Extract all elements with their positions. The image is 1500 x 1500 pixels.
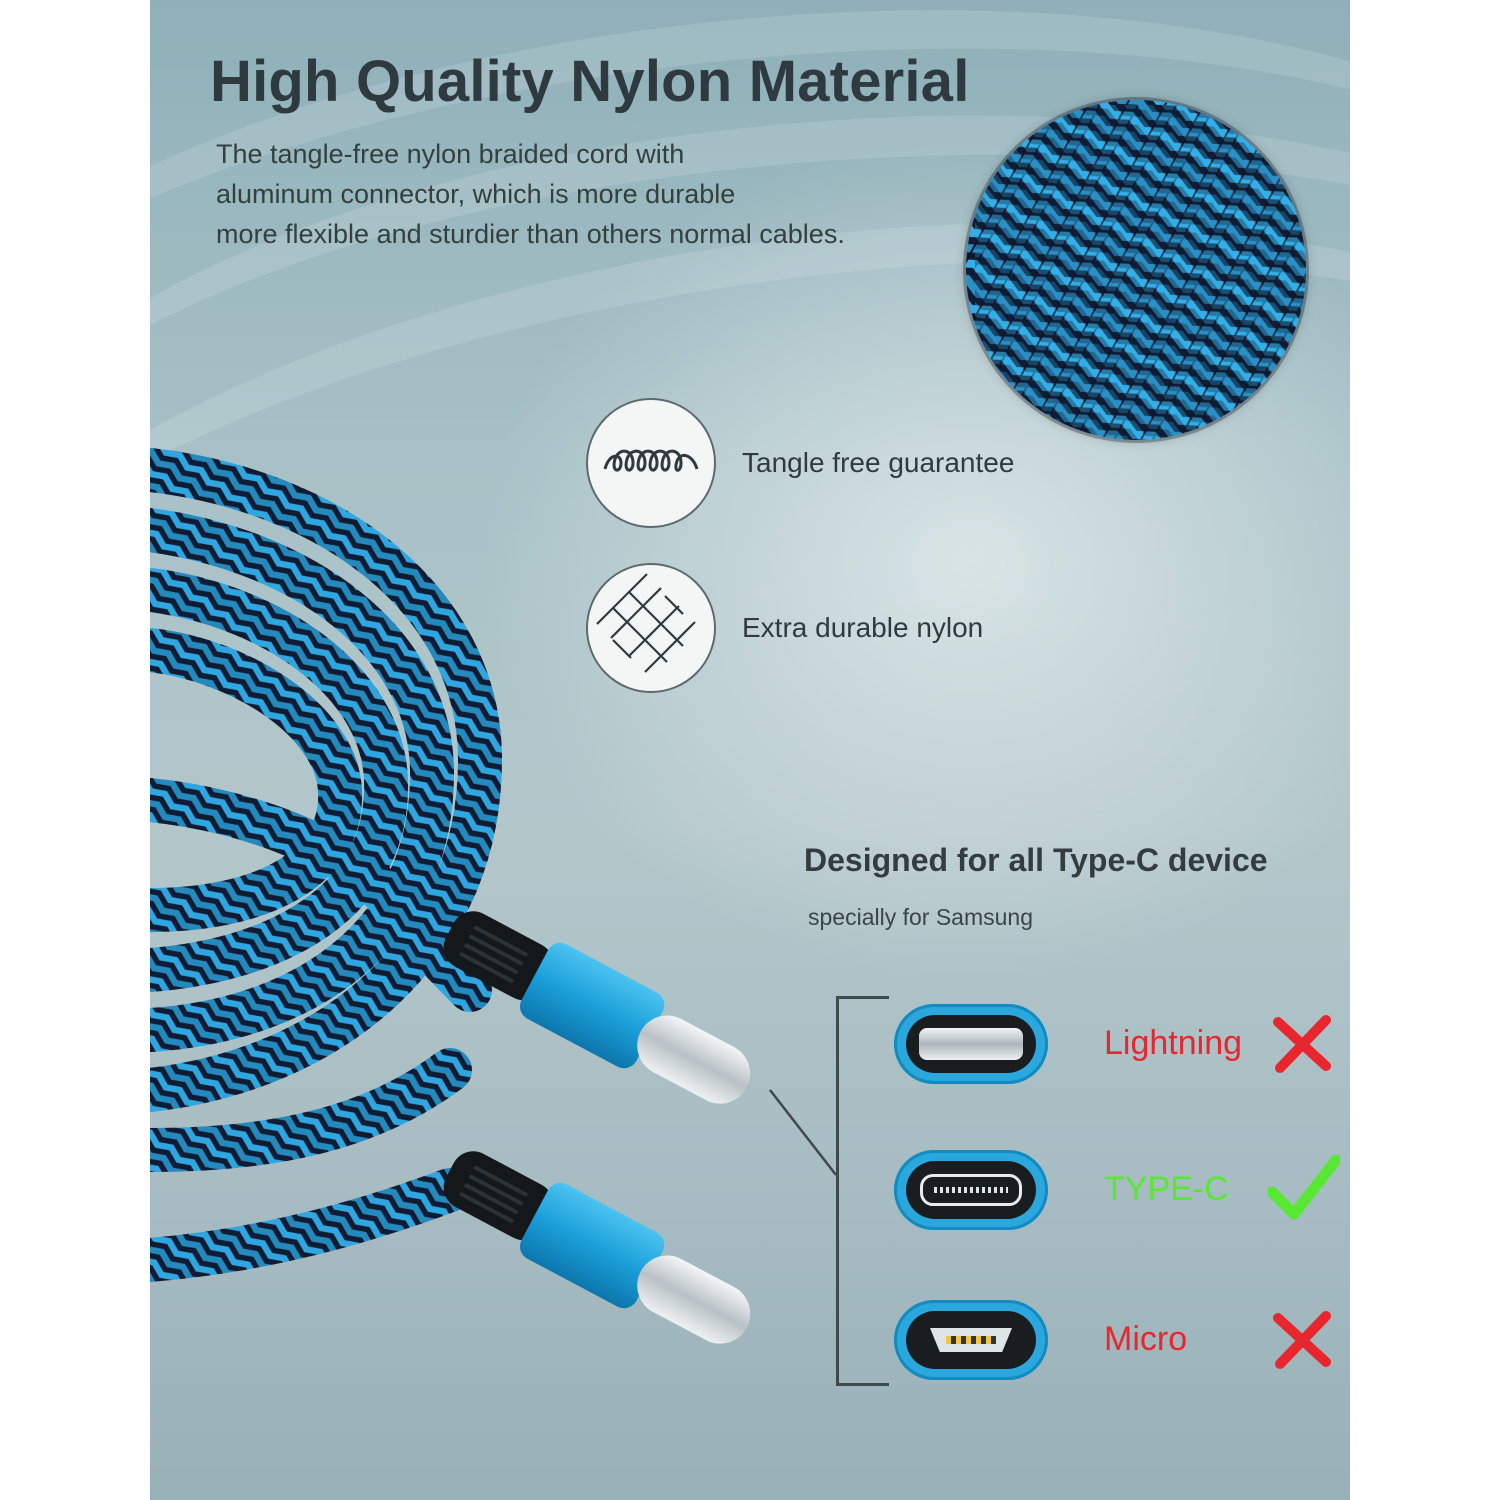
- feature-tangle-free: Tangle free guarantee: [586, 398, 1014, 528]
- cross-mark-icon: [1273, 1015, 1331, 1073]
- woven-pattern-icon: [586, 563, 716, 693]
- compatibility-subtitle: specially for Samsung: [808, 904, 1033, 930]
- feature-label: Extra durable nylon: [742, 612, 984, 643]
- check-mark-icon: [1268, 1154, 1340, 1220]
- product-banner: High Quality Nylon Material The tangle-f…: [150, 0, 1350, 1500]
- description-line: more flexible and sturdier than others n…: [216, 219, 845, 249]
- description-line: The tangle-free nylon braided cord with: [216, 139, 685, 169]
- cable-coil: [150, 448, 503, 1112]
- braid-texture: [966, 100, 1306, 440]
- cable-coil: [150, 568, 409, 992]
- cable-coil: [150, 1048, 472, 1172]
- pointer-line: [769, 1089, 837, 1176]
- coil-spring-icon: [586, 398, 716, 528]
- feature-label: Tangle free guarantee: [742, 447, 1015, 478]
- compatibility-title: Designed for all Type-C device: [804, 842, 1268, 878]
- port-label-micro: Micro: [1104, 1320, 1188, 1358]
- micro-usb-port-icon: [894, 1300, 1048, 1380]
- type-c-port-icon: [894, 1150, 1048, 1230]
- description-line: aluminum connector, which is more durabl…: [216, 179, 736, 209]
- feature-durable-nylon: Extra durable nylon: [586, 563, 983, 693]
- usb-c-connector-top: [443, 911, 751, 1104]
- port-label-lightning: Lightning: [1104, 1024, 1243, 1062]
- description: The tangle-free nylon braided cord with …: [216, 134, 976, 254]
- coiled-cable-illustration: [150, 448, 837, 1344]
- usb-c-connector-bottom: [443, 1151, 751, 1344]
- cable-coil: [150, 508, 455, 1052]
- cross-mark-icon: [1273, 1311, 1331, 1369]
- port-label-type-c: TYPE-C: [1104, 1170, 1229, 1208]
- braid-closeup-image: [966, 100, 1306, 440]
- cable-coil: [150, 628, 363, 932]
- cable-coil: [150, 778, 492, 1012]
- cable-coil: [150, 1168, 472, 1282]
- page-title: High Quality Nylon Material: [210, 49, 970, 114]
- bracket-line: [836, 996, 889, 1386]
- lightning-port-icon: [894, 1004, 1048, 1084]
